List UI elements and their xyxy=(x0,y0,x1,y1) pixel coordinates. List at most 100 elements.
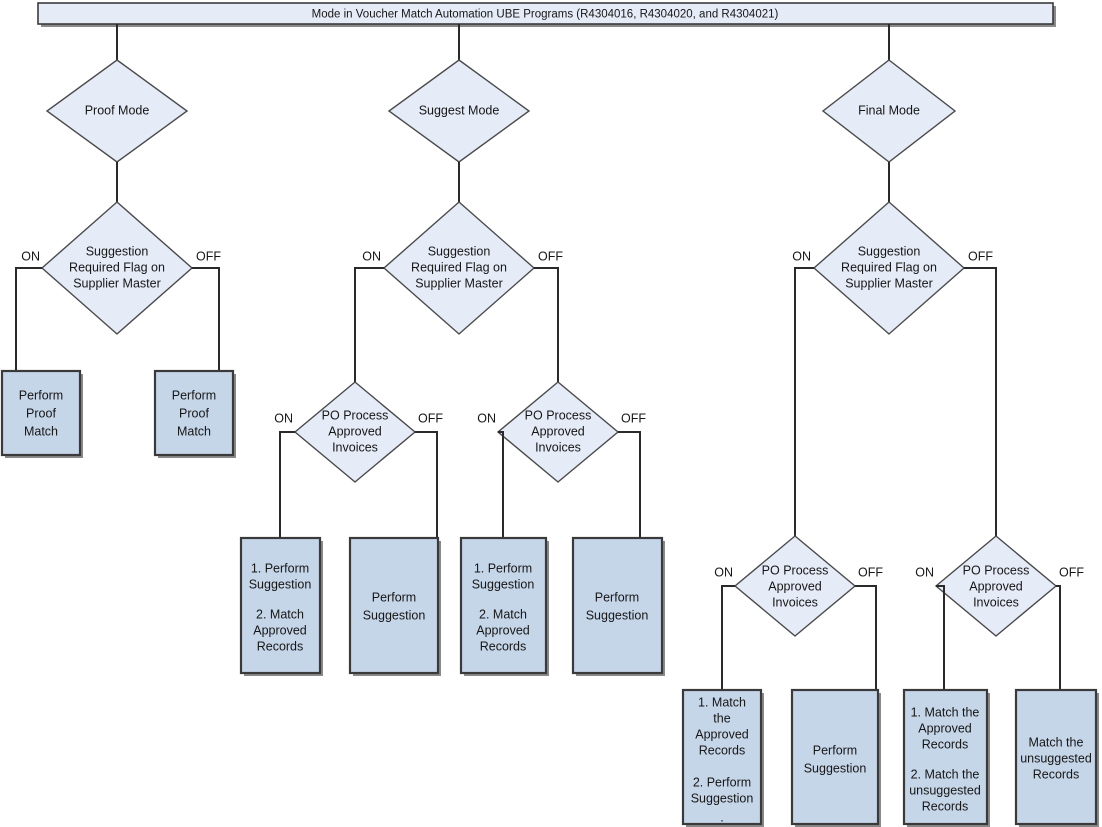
proof-mode-label: Proof Mode xyxy=(85,103,150,117)
po-process-3-line2: Approved xyxy=(768,579,822,593)
fin-d-line3: Records xyxy=(1033,767,1080,781)
fin-a-box xyxy=(681,688,763,826)
sug-d-line2: Suggestion xyxy=(586,608,649,622)
node-po-process-4[interactable]: PO Process Approved Invoices xyxy=(934,535,1058,637)
connector-po1-on-to-sug-a xyxy=(279,431,295,538)
process-final-c[interactable]: 1. Match the Approved Records 2. Match t… xyxy=(902,688,990,827)
edge-label-po2-on: ON xyxy=(477,411,496,425)
title-bar: Mode in Voucher Match Automation UBE Pro… xyxy=(37,2,1056,27)
edge-label-flag3-on: ON xyxy=(792,249,811,263)
fin-a-line7: Suggestion xyxy=(691,791,754,805)
process-final-a[interactable]: 1. Match the Approved Records 2. Perform… xyxy=(681,688,764,827)
edge-label-flag3-off: OFF xyxy=(968,249,993,263)
edge-label-po1-on: ON xyxy=(274,411,293,425)
title-bar-box xyxy=(37,2,1054,25)
final-mode-label: Final Mode xyxy=(858,103,920,117)
process-final-d[interactable]: Match the unsuggested Records xyxy=(1014,688,1099,827)
proof-off-line2: Proof xyxy=(179,406,209,420)
sug-c-line1: 1. Perform xyxy=(474,561,532,575)
node-suggest-mode[interactable]: Suggest Mode xyxy=(387,59,531,163)
po-process-4-line3: Invoices xyxy=(973,595,1019,609)
connector-group-top xyxy=(116,24,890,60)
node-po-process-2[interactable]: PO Process Approved Invoices xyxy=(496,381,620,483)
edges-supplier-flag-3: ON OFF xyxy=(792,249,997,536)
edges-po-process-4: ON OFF xyxy=(915,565,1084,690)
connector-flag3-off-to-po4 xyxy=(964,267,997,536)
sug-c-line5: Approved xyxy=(476,623,530,637)
process-suggest-a[interactable]: 1. Perform Suggestion 2. Match Approved … xyxy=(239,536,323,676)
fin-d-box xyxy=(1014,688,1098,826)
supplier-flag-2-line3: Supplier Master xyxy=(415,276,503,290)
fin-b-line2: Suggestion xyxy=(804,761,867,775)
connector-flag2-on-to-po1 xyxy=(354,267,384,382)
edge-label-po2-off: OFF xyxy=(621,411,646,425)
po-process-3-line3: Invoices xyxy=(772,595,818,609)
edge-label-po3-off: OFF xyxy=(858,565,883,579)
node-final-mode[interactable]: Final Mode xyxy=(821,59,957,163)
node-po-process-3[interactable]: PO Process Approved Invoices xyxy=(733,535,857,637)
proof-on-line2: Proof xyxy=(26,406,56,420)
fin-c-box xyxy=(902,688,989,826)
process-suggest-c[interactable]: 1. Perform Suggestion 2. Match Approved … xyxy=(459,536,549,676)
po-process-2-line1: PO Process xyxy=(525,408,592,422)
process-suggest-b[interactable]: Perform Suggestion xyxy=(348,536,441,676)
node-supplier-flag-1[interactable]: Suggestion Required Flag on Supplier Mas… xyxy=(40,201,194,335)
proof-on-line3: Match xyxy=(24,424,58,438)
node-po-process-1[interactable]: PO Process Approved Invoices xyxy=(293,381,417,483)
supplier-flag-1-line1: Suggestion xyxy=(86,244,149,258)
sug-a-line4: 2. Match xyxy=(256,607,304,621)
fin-a-line3: Approved xyxy=(695,727,749,741)
sug-b-box xyxy=(348,536,440,675)
sug-a-line6: Records xyxy=(257,639,304,653)
supplier-flag-3-line1: Suggestion xyxy=(858,244,921,258)
connector-po1-off-to-sug-b xyxy=(415,431,438,538)
page-title: Mode in Voucher Match Automation UBE Pro… xyxy=(312,9,779,21)
process-perform-proof-match-off[interactable]: Perform Proof Match xyxy=(153,369,236,458)
edges-po-process-1: ON OFF xyxy=(274,411,443,538)
fin-a-line2: the xyxy=(713,711,730,725)
process-final-b[interactable]: Perform Suggestion xyxy=(790,688,881,827)
supplier-flag-2-line2: Required Flag on xyxy=(411,260,507,274)
edge-label-flag2-on: ON xyxy=(362,249,381,263)
supplier-flag-1-line3: Supplier Master xyxy=(73,276,161,290)
po-process-2-line3: Invoices xyxy=(535,440,581,454)
fin-c-line5: 2. Match the xyxy=(911,767,980,781)
edge-label-flag2-off: OFF xyxy=(538,249,563,263)
fin-d-line2: unsuggested xyxy=(1020,751,1092,765)
proof-on-box xyxy=(0,369,82,457)
node-supplier-flag-3[interactable]: Suggestion Required Flag on Supplier Mas… xyxy=(812,201,966,335)
edge-label-po4-off: OFF xyxy=(1059,565,1084,579)
sug-c-line4: 2. Match xyxy=(479,607,527,621)
proof-off-box xyxy=(153,369,235,457)
connector-flag1-on-to-proof-on xyxy=(15,267,42,371)
supplier-flag-3-line3: Supplier Master xyxy=(845,276,933,290)
sug-a-line1: 1. Perform xyxy=(251,561,309,575)
proof-on-line1: Perform xyxy=(19,388,63,402)
po-process-1-line3: Invoices xyxy=(332,440,378,454)
fin-b-line1: Perform xyxy=(813,743,857,757)
node-proof-mode[interactable]: Proof Mode xyxy=(45,59,189,163)
po-process-1-diamond xyxy=(293,381,417,483)
fin-b-box xyxy=(790,688,880,826)
node-supplier-flag-2[interactable]: Suggestion Required Flag on Supplier Mas… xyxy=(382,201,536,335)
edges-supplier-flag-2: ON OFF xyxy=(354,249,563,382)
process-suggest-d[interactable]: Perform Suggestion xyxy=(571,536,665,676)
connector-po2-on-to-sug-c xyxy=(498,431,504,538)
po-process-1-line1: PO Process xyxy=(322,408,389,422)
connector-po4-on-to-fin-c xyxy=(936,585,945,690)
connector-po3-on-to-fin-a xyxy=(721,585,735,690)
po-process-4-line2: Approved xyxy=(969,579,1023,593)
fin-c-line2: Approved xyxy=(918,721,972,735)
po-process-4-diamond xyxy=(934,535,1058,637)
fin-a-line1: 1. Match xyxy=(698,695,746,709)
fin-a-line4: Records xyxy=(699,743,746,757)
po-process-2-diamond xyxy=(496,381,620,483)
fin-c-line7: Records xyxy=(922,799,969,813)
supplier-flag-1-line2: Required Flag on xyxy=(69,260,165,274)
fin-c-line6: unsuggested xyxy=(909,783,981,797)
sug-c-line2: Suggestion xyxy=(472,577,535,591)
supplier-flag-2-line1: Suggestion xyxy=(428,244,491,258)
connector-po2-off-to-sug-d xyxy=(618,431,641,538)
process-perform-proof-match-on[interactable]: Perform Proof Match xyxy=(0,369,83,458)
